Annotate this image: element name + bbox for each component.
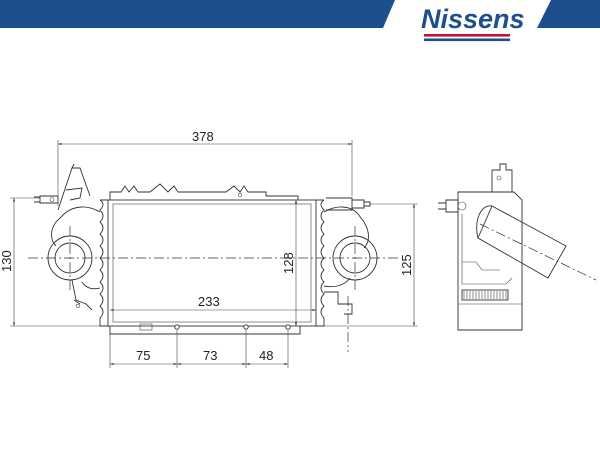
core-outline — [107, 199, 317, 327]
right-outlet-pipe-lower — [323, 277, 351, 288]
bottom-rail — [109, 326, 301, 335]
bottom-tab — [139, 323, 153, 331]
left-mount-arm — [57, 163, 91, 211]
right-lower-bracket — [324, 291, 353, 315]
header-banner-left — [0, 0, 395, 28]
right-tank — [316, 199, 325, 327]
side-pipe-mouth — [476, 205, 493, 239]
dim-label-378: 378 — [192, 129, 214, 144]
top-bracket — [109, 183, 299, 200]
side-sensor — [438, 199, 459, 213]
nissens-logo: Nissens — [421, 4, 525, 42]
side-angled-pipe — [477, 205, 567, 279]
side-fins — [463, 291, 507, 299]
logo-stripe-red — [424, 34, 510, 37]
core-inner — [112, 203, 312, 323]
left-inlet-pipe-body — [51, 206, 101, 247]
dim-label-75: 75 — [136, 348, 150, 363]
right-outlet-pipe-body — [323, 206, 369, 249]
side-top-hole — [496, 175, 502, 181]
side-sensor-nut — [457, 201, 467, 211]
dim-label-128: 128 — [281, 252, 296, 274]
side-fin-block — [461, 289, 509, 301]
side-inner-frame — [461, 214, 513, 285]
logo-stripe-blue — [424, 38, 510, 42]
left-sensor-nut — [49, 197, 55, 202]
dim-label-130: 130 — [0, 250, 14, 272]
dim-label-125: 125 — [399, 254, 414, 276]
header-banner-right — [537, 0, 600, 28]
side-body — [457, 191, 523, 331]
side-pipe-axis — [479, 223, 597, 281]
side-view — [438, 163, 597, 331]
top-bracket-hole — [238, 193, 242, 197]
dim-label-73: 73 — [203, 348, 217, 363]
left-lower-bracket — [71, 279, 93, 311]
mount-point-b — [243, 324, 249, 330]
left-inlet-pipe-lower — [81, 281, 101, 290]
side-top-stub — [491, 163, 513, 192]
front-view: 378 130 128 125 233 75 73 48 — [0, 129, 418, 368]
left-lower-hole — [75, 303, 81, 309]
mount-point-c — [285, 324, 291, 330]
mount-point-a — [174, 324, 180, 330]
logo-wordmark: Nissens — [421, 4, 525, 34]
dim-label-233: 233 — [198, 294, 220, 309]
dim-label-48: 48 — [259, 348, 273, 363]
left-tank — [99, 199, 108, 327]
left-sensor-stub — [34, 195, 59, 204]
